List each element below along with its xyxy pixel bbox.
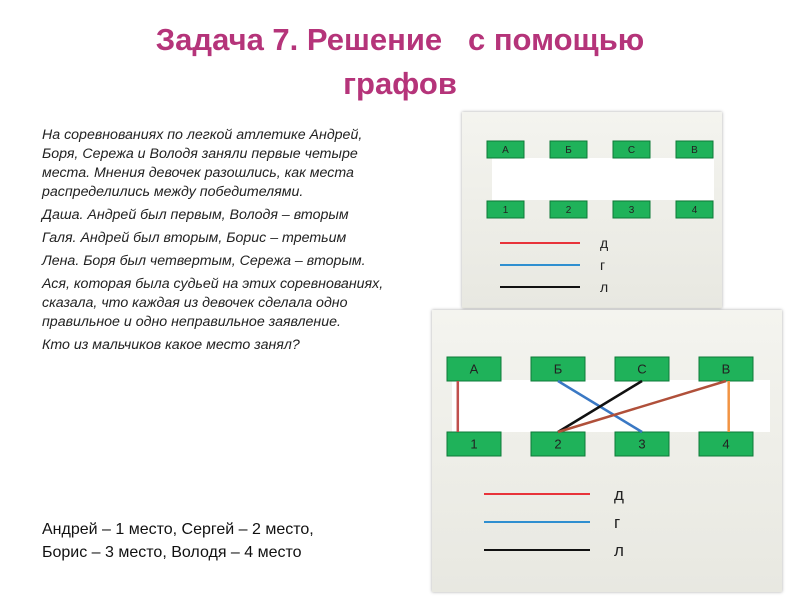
node-boy-1: Б <box>530 356 586 382</box>
node-label: А <box>470 362 479 377</box>
legend-label-2: л <box>600 279 608 295</box>
legend-label-1: г <box>600 257 605 273</box>
node-label: Б <box>554 362 563 377</box>
node-place-2: 3 <box>614 431 670 457</box>
answer-text: Андрей – 1 место, Сергей – 2 место, Бори… <box>42 518 412 564</box>
node-label: С <box>628 145 635 156</box>
node-place-0: 1 <box>486 200 525 219</box>
node-label: 2 <box>554 437 561 452</box>
node-label: В <box>722 362 731 377</box>
statement-lena: Лена. Боря был четвертым, Сережа – вторы… <box>42 253 366 269</box>
node-label: 1 <box>470 437 477 452</box>
legend-label-0: д <box>614 485 624 504</box>
legend-label-2: л <box>614 541 624 560</box>
node-label: 4 <box>722 437 729 452</box>
legend-label-0: д <box>600 235 608 251</box>
graph-empty-svg: А Б С В 1 2 3 4 дгл <box>486 140 714 295</box>
node-boy-3: В <box>675 140 714 159</box>
node-boy-2: С <box>612 140 651 159</box>
solution-edge-3 <box>557 379 727 434</box>
node-boy-1: Б <box>549 140 588 159</box>
node-label: 3 <box>638 437 645 452</box>
node-label: Б <box>565 145 572 156</box>
node-label: А <box>502 145 509 156</box>
slide-title: Задача 7. Решение с помощью графов <box>155 22 645 101</box>
node-label: 1 <box>503 205 509 216</box>
node-boy-2: С <box>614 356 670 382</box>
node-boy-3: В <box>698 356 754 382</box>
node-label: 2 <box>566 205 572 216</box>
answer-line-1: Андрей – 1 место, Сергей – 2 место, <box>42 521 314 538</box>
graph-band <box>452 380 770 432</box>
statement-asya: Ася, которая была судьей на этих соревно… <box>42 276 384 330</box>
problem-text: На соревнованиях по легкой атлетике Андр… <box>42 126 387 359</box>
node-label: 4 <box>692 205 698 216</box>
graph-solution-svg: А Б С В 1 2 3 4 дгл <box>446 356 770 560</box>
node-label: С <box>637 362 646 377</box>
node-place-2: 3 <box>612 200 651 219</box>
statement-galya: Галя. Андрей был вторым, Борис – третьим <box>42 230 347 246</box>
node-boy-0: А <box>486 140 525 159</box>
node-place-3: 4 <box>675 200 714 219</box>
node-place-1: 2 <box>530 431 586 457</box>
node-label: В <box>691 145 698 156</box>
solution-edge-2 <box>557 379 643 434</box>
problem-question: Кто из мальчиков какое место занял? <box>42 337 300 353</box>
statement-dasha: Даша. Андрей был первым, Володя – вторым <box>42 207 349 223</box>
node-place-3: 4 <box>698 431 754 457</box>
node-boy-0: А <box>446 356 502 382</box>
graph-band <box>492 158 714 200</box>
answer-line-2: Борис – 3 место, Володя – 4 место <box>42 544 302 561</box>
node-label: 3 <box>629 205 635 216</box>
node-place-0: 1 <box>446 431 502 457</box>
node-place-1: 2 <box>549 200 588 219</box>
problem-intro: На соревнованиях по легкой атлетике Андр… <box>42 127 363 200</box>
legend-label-1: г <box>614 513 620 532</box>
